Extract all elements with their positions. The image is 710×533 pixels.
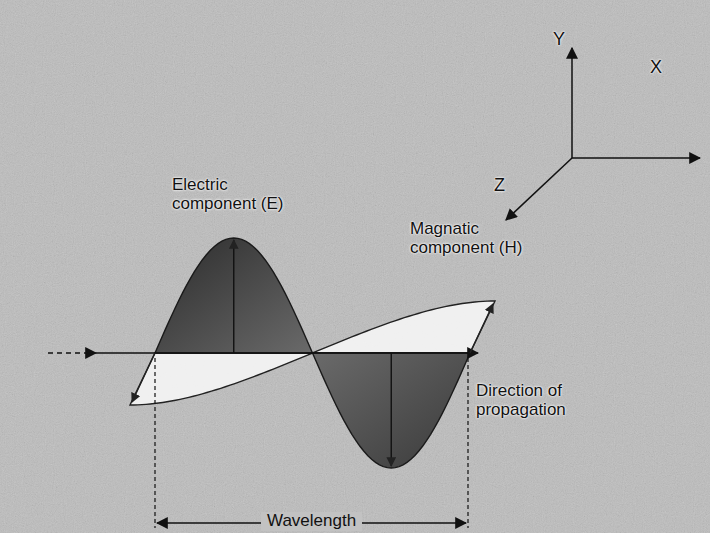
y-axis [571,48,573,158]
wavelength-bracket [155,358,468,528]
propagation-axis [48,352,96,354]
z-axis [506,158,572,220]
wavelength-tick [154,358,155,528]
electric-vector [391,353,392,466]
field-label: Electric component (E) [172,176,307,213]
electric-vector [233,240,234,353]
coordinate-axes [506,48,700,220]
wavelength-label: Wavelength [261,512,362,531]
axis-label: Y [553,30,565,50]
axis-label: Z [494,176,505,196]
wave-group [48,238,495,468]
magnetic-vector [132,353,155,402]
propagation-label: Direction of propagation [476,382,601,419]
propagation-axis [96,352,478,354]
magnetic-vector [470,304,493,353]
field-label: Magnatic component (H) [410,220,560,257]
axis-label: X [650,58,662,78]
x-axis [572,157,700,159]
wavelength-tick [467,358,468,528]
